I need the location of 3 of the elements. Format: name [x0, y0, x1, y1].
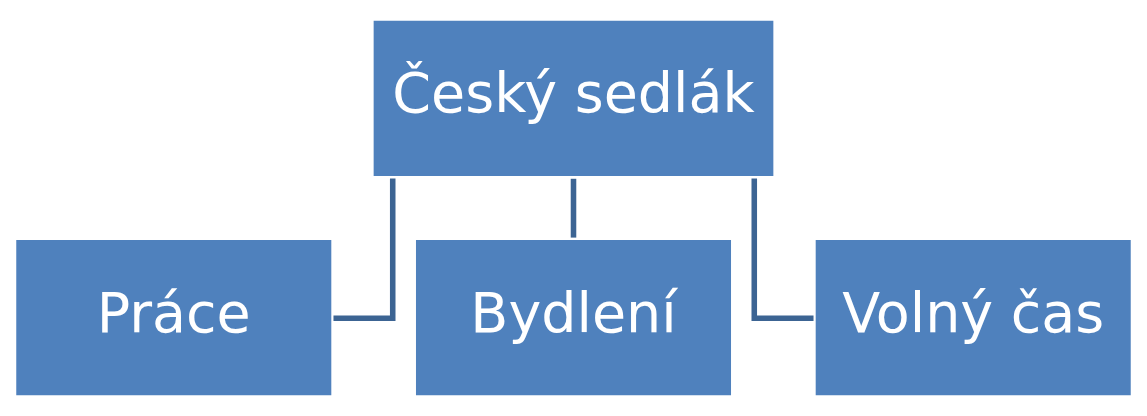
connector — [751, 178, 814, 322]
connector — [333, 178, 396, 322]
connector — [570, 178, 577, 238]
